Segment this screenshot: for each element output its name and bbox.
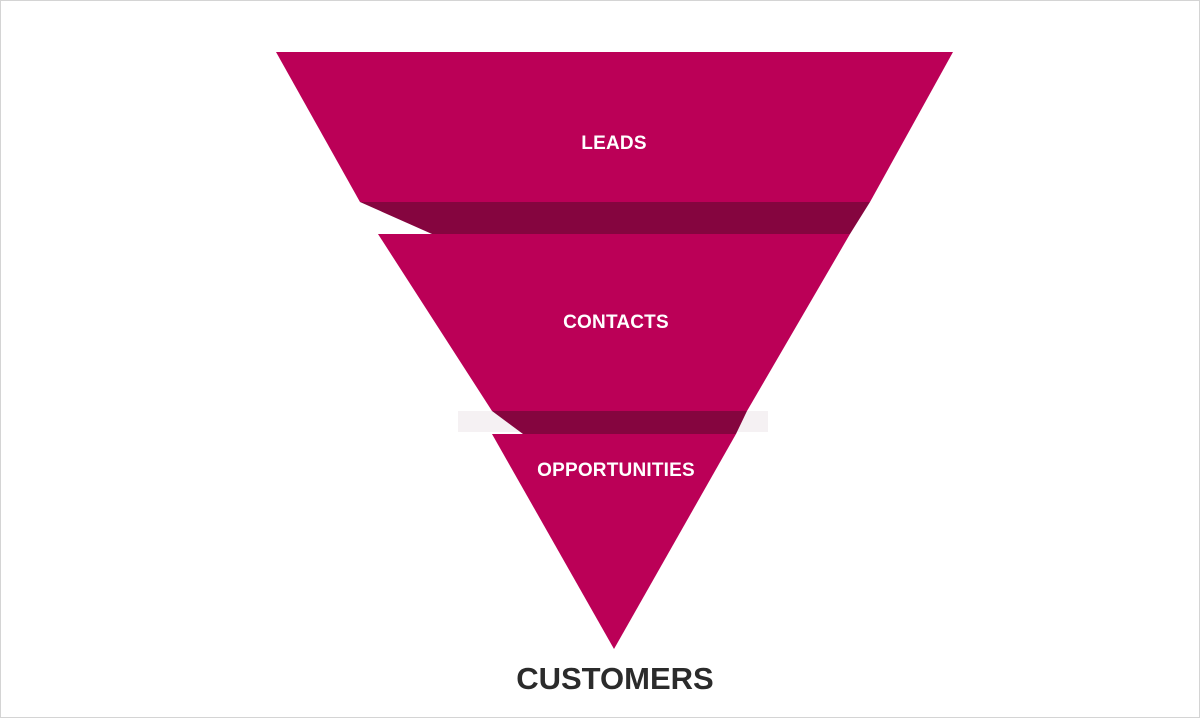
funnel-segment-opportunities	[492, 434, 736, 649]
funnel-segment-leads	[276, 52, 953, 202]
funnel-segment-contacts	[378, 234, 850, 411]
stage-label-leads: LEADS	[581, 133, 646, 154]
fold-contacts-opportunities	[492, 411, 747, 434]
fold-leads-contacts	[360, 202, 870, 234]
stage-label-contacts: CONTACTS	[563, 312, 669, 333]
stage-label-opportunities: OPPORTUNITIES	[537, 460, 695, 481]
outcome-label-customers: CUSTOMERS	[516, 661, 714, 696]
